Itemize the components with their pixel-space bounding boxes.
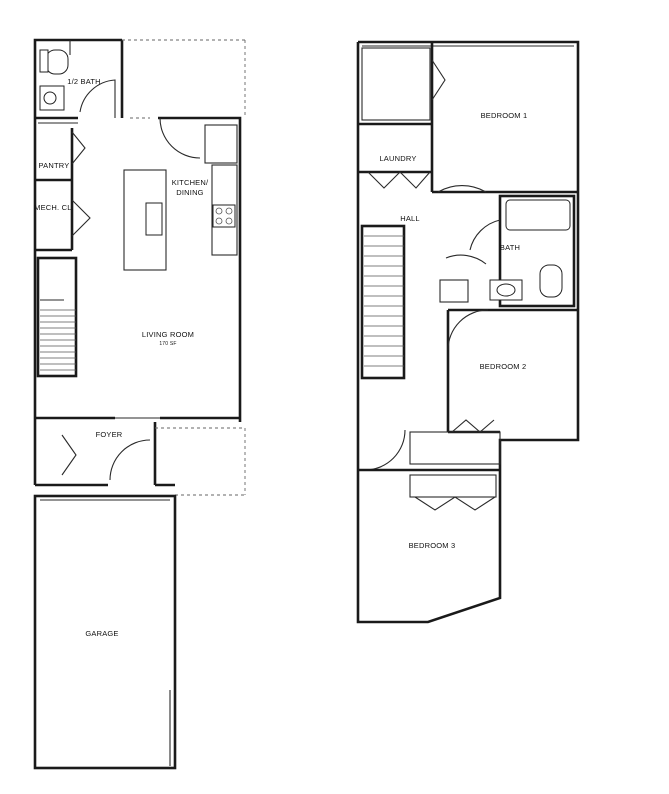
bedroom-3-closet-doors: [414, 496, 496, 511]
bedroom-1-label: BEDROOM 1: [481, 111, 528, 120]
linen-closet-door: [445, 254, 487, 265]
sink-basin-icon: [43, 91, 57, 105]
bathtub-icon: [505, 199, 571, 231]
second-floor-outer-wall-top: [356, 40, 580, 624]
bedroom-3-label: BEDROOM 3: [409, 541, 456, 550]
laundry-bifold-doors: [367, 171, 431, 189]
range-icon: [212, 204, 236, 228]
mech-closet-label: MECH. CL.: [34, 203, 74, 212]
bedroom-2-closet-doors: [451, 419, 495, 433]
bedroom-2-label: BEDROOM 2: [480, 362, 527, 371]
bedroom-3-closet: [409, 474, 497, 498]
bedroom-3-door-swing: [364, 429, 406, 471]
pantry-label: PANTRY: [39, 161, 70, 170]
burner-icon: [225, 217, 233, 225]
second-floor-stairs: [360, 224, 406, 380]
coat-closet-door: [61, 434, 77, 476]
kitchen-dining-label-line2: DINING: [176, 188, 203, 197]
foyer-label: FOYER: [96, 430, 123, 439]
half-bath-label: 1/2 BATH: [67, 77, 101, 86]
toilet-tank-icon: [39, 49, 49, 73]
living-room-label: LIVING ROOM: [142, 330, 194, 339]
kitchen-top-wall: [158, 116, 242, 422]
first-floor-plan: [33, 38, 246, 770]
bedroom-1-closet-door: [431, 59, 446, 101]
toilet-icon: [539, 264, 563, 298]
bath-door-swing: [469, 219, 501, 251]
pantry-door: [71, 131, 86, 165]
bedroom-1-closet: [361, 47, 431, 121]
hall-closet: [409, 431, 501, 465]
laundry-label: LAUNDRY: [379, 154, 416, 163]
half-bath-door-swing: [79, 79, 116, 118]
garage-label: GARAGE: [85, 629, 118, 638]
refrigerator-icon: [204, 124, 238, 164]
burner-icon: [225, 207, 233, 215]
mech-closet-door: [71, 199, 91, 237]
bedroom-1-door-swing: [437, 185, 487, 193]
bath-walls: [498, 194, 576, 308]
kitchen-door-swing: [159, 117, 201, 159]
burner-icon: [215, 207, 223, 215]
kitchen-counter: [211, 164, 238, 256]
hall-label: HALL: [400, 214, 420, 223]
burner-icon: [215, 217, 223, 225]
bath-label: BATH: [500, 243, 520, 252]
living-room-area-label: 170 SF: [159, 341, 176, 347]
first-floor-stair-treads: [40, 309, 76, 371]
bedroom-2-door-swing: [447, 309, 489, 351]
first-floor-outer-wall: [33, 38, 122, 422]
kitchen-dining-label-line1: KITCHEN/: [172, 178, 209, 187]
linen-closet: [439, 279, 469, 303]
kitchen-sink-icon: [145, 202, 163, 236]
toilet-icon: [45, 49, 69, 75]
sink-basin-icon: [496, 283, 516, 297]
first-floor-stairs: [36, 256, 78, 378]
front-door-swing: [109, 439, 151, 481]
second-floor-stair-treads: [364, 235, 404, 367]
second-floor-plan: [356, 40, 580, 624]
kitchen-island: [123, 169, 167, 271]
garage-walls: [33, 494, 177, 770]
